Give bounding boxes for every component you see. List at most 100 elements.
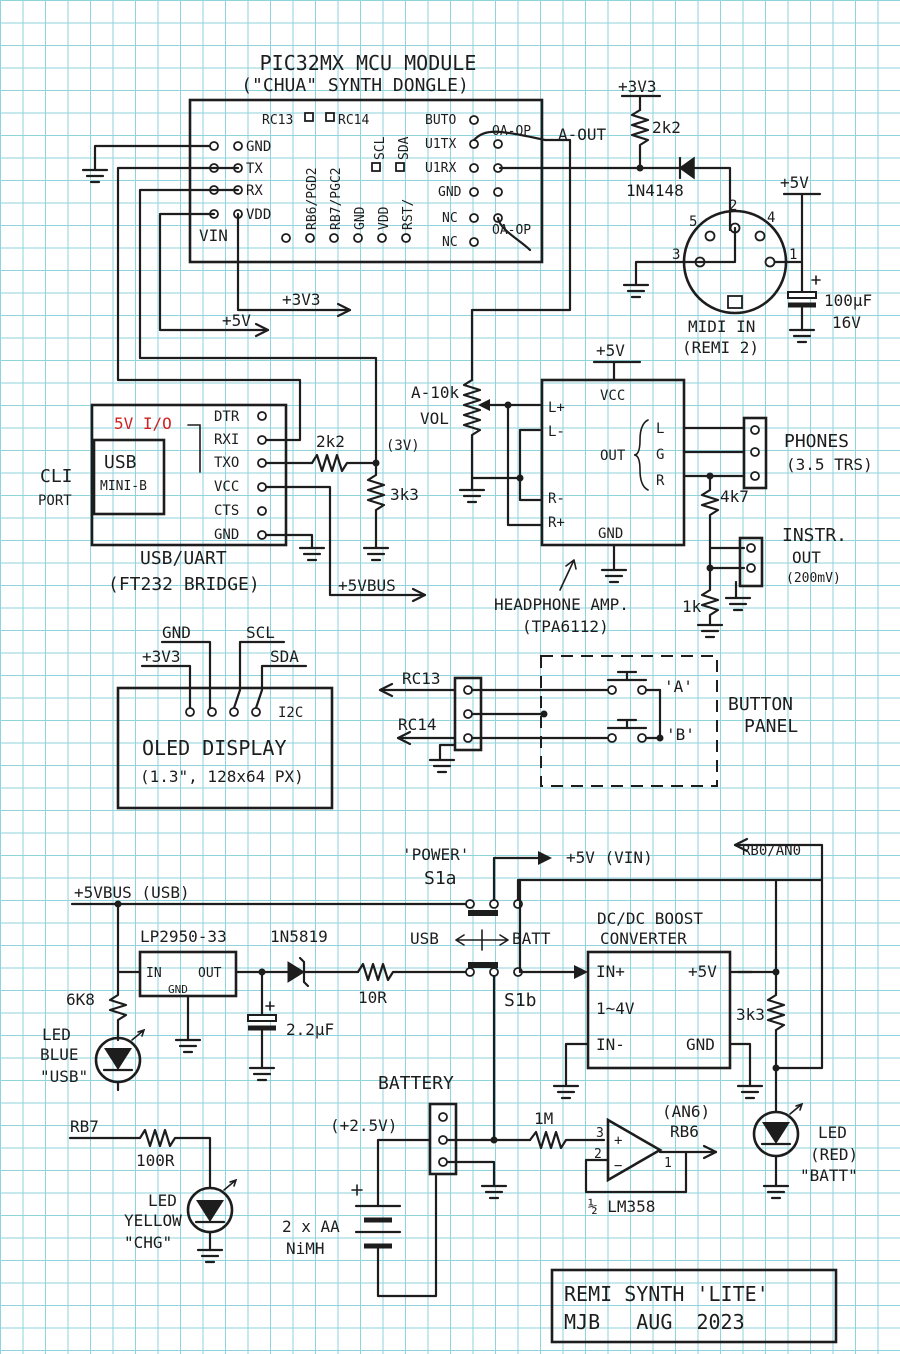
uart-sub: (FT232 BRIDGE): [108, 574, 260, 595]
amp-title-arrow: [559, 559, 577, 591]
usb-batt-arrow: [455, 929, 509, 951]
amp-vcc-rail: +5V: [596, 341, 625, 360]
amp-gnd-symbol: [600, 543, 628, 584]
led-yellow-chg: [68, 1128, 238, 1264]
led-yellow-label: LED: [148, 1191, 177, 1210]
amp-in-lplus: L+: [548, 400, 565, 416]
uart-pin-gnd: GND: [214, 527, 239, 543]
amp-out: OUT: [600, 448, 626, 464]
dcdc-title: DC/DC BOOST: [597, 909, 703, 928]
svg-text:+: +: [614, 1133, 622, 1149]
mcu-right-header: [469, 115, 503, 247]
amp-sub: (TPA6112): [522, 617, 609, 636]
button-header-pin-1: [463, 685, 473, 695]
cli-port2-label: PORT: [38, 493, 72, 509]
uart-vcc-gnd-wires: [264, 485, 427, 603]
oled-sub: (1.3", 128x64 PX): [140, 767, 304, 786]
amp-output-wires: [682, 426, 752, 639]
button-header-pin-3: [463, 733, 473, 743]
opamp-pin-2: 2: [594, 1147, 602, 1162]
amp-gnd: GND: [598, 526, 623, 542]
mcu-bottom-header: [281, 233, 411, 243]
usb-label: USB: [104, 452, 137, 473]
ldo-gnd: GND: [168, 983, 188, 996]
oled-i2c: I2C: [278, 705, 303, 721]
dcdc-in-minus: IN-: [596, 1035, 625, 1054]
title-block-line1: REMI SYNTH 'LITE': [564, 1282, 769, 1306]
r-1m-label: 1M: [534, 1109, 553, 1128]
led-red-label: LED: [818, 1123, 847, 1142]
led-yellow3-label: "CHG": [124, 1233, 172, 1252]
led-red3-label: "BATT": [800, 1166, 858, 1185]
r-1k-label: 1k: [682, 597, 702, 616]
r-3k3-b-label: 3k3: [736, 1005, 765, 1024]
v5bus-usb-label: +5VBUS (USB): [74, 883, 190, 902]
phones-jack-pin-g: [750, 447, 760, 457]
instr-lvl-label: (200mV): [786, 571, 841, 586]
uart-title: USB/UART: [140, 548, 227, 569]
amp-vcc: VCC: [600, 388, 625, 404]
instr-jack-pin-1: [746, 543, 756, 553]
diode-1n5819-label: 1N5819: [270, 927, 328, 946]
midi-in-label: MIDI IN: [688, 317, 755, 336]
s1b-label: S1b: [504, 990, 537, 1011]
ldo-in-wire: [116, 902, 142, 974]
phones-jack-pin-r: [750, 471, 760, 481]
dcdc-wiring: [518, 878, 786, 1114]
v3-note: (3V): [386, 438, 420, 454]
amp-vcc-rail-line: [592, 360, 642, 382]
a-out-label: A-OUT: [558, 125, 607, 144]
amp-in-rminus: R-: [548, 491, 565, 507]
ldo-out: OUT: [198, 966, 222, 981]
button-panel-label: BUTTON: [728, 694, 793, 715]
led-blue2-label: BLUE: [40, 1045, 79, 1064]
rc13-label: RC13: [402, 669, 441, 688]
rb7-label: RB7: [70, 1117, 99, 1136]
button-b-label: 'B': [666, 725, 695, 744]
pot-vol2-label: VOL: [420, 409, 449, 428]
dcdc-gnd: GND: [686, 1035, 715, 1054]
amp-out-g: G: [656, 447, 664, 463]
v3v3-top-label: +3V3: [618, 77, 657, 96]
cells-label: 2 x AA: [282, 1217, 340, 1236]
mcu-pin-scl: SCL: [373, 136, 388, 160]
ldo-label: LP2950-33: [140, 927, 227, 946]
mcu-pin-tx: TX: [246, 161, 263, 177]
opamp-lm358: + −: [584, 1117, 718, 1194]
mcu-pin-vin: VIN: [199, 226, 228, 245]
mcu-gnd-wire: [81, 144, 212, 184]
mcu-pin-rst: RST/: [401, 199, 416, 230]
uart-pin-rxi: RXI: [214, 432, 239, 448]
mcu-pin-rc14: RC14: [338, 113, 369, 128]
uart-pin-cts: CTS: [214, 503, 239, 519]
instr-jack-pin-2: [746, 563, 756, 573]
mcu-pin-u1rx: U1RX: [425, 161, 456, 176]
rb6-label: RB6: [670, 1122, 699, 1141]
mcu-subtitle: ("CHUA" SYNTH DONGLE): [241, 75, 469, 96]
io-5v-bracket: [187, 424, 201, 473]
button-panel2-label: PANEL: [744, 716, 798, 737]
mcu-pin-rb7: RB7/PGC2: [329, 167, 344, 230]
midi-pin-4: 4: [767, 210, 775, 226]
rb0-wire: [733, 843, 824, 1070]
button-a[interactable]: [470, 670, 662, 695]
uart-pin-circles: [257, 411, 267, 540]
oled-pin-sda-label: SDA: [270, 647, 299, 666]
button-wiring: [378, 682, 457, 774]
diode-1n4148: [660, 156, 732, 232]
button-a-label: 'A': [664, 677, 693, 696]
v5-midi-label: +5V: [780, 173, 809, 192]
battery-header-pin-3: [438, 1157, 448, 1167]
scl-pad: [371, 162, 381, 172]
amp-out-r: R: [656, 473, 665, 489]
midi-5v-rail: [773, 192, 822, 344]
rc14-pad: [325, 112, 335, 122]
cap-2u2-label: 2.2µF: [286, 1020, 334, 1039]
mcu-title: PIC32MX MCU MODULE: [260, 51, 477, 75]
lm358-label: ½ LM358: [588, 1197, 655, 1216]
r-2k2-uart-label: 2k2: [316, 432, 345, 451]
switch-s1a: [465, 851, 824, 916]
amp-out-brace: [633, 419, 649, 491]
button-b[interactable]: [470, 718, 662, 743]
amp-in-rplus: R+: [548, 515, 565, 531]
